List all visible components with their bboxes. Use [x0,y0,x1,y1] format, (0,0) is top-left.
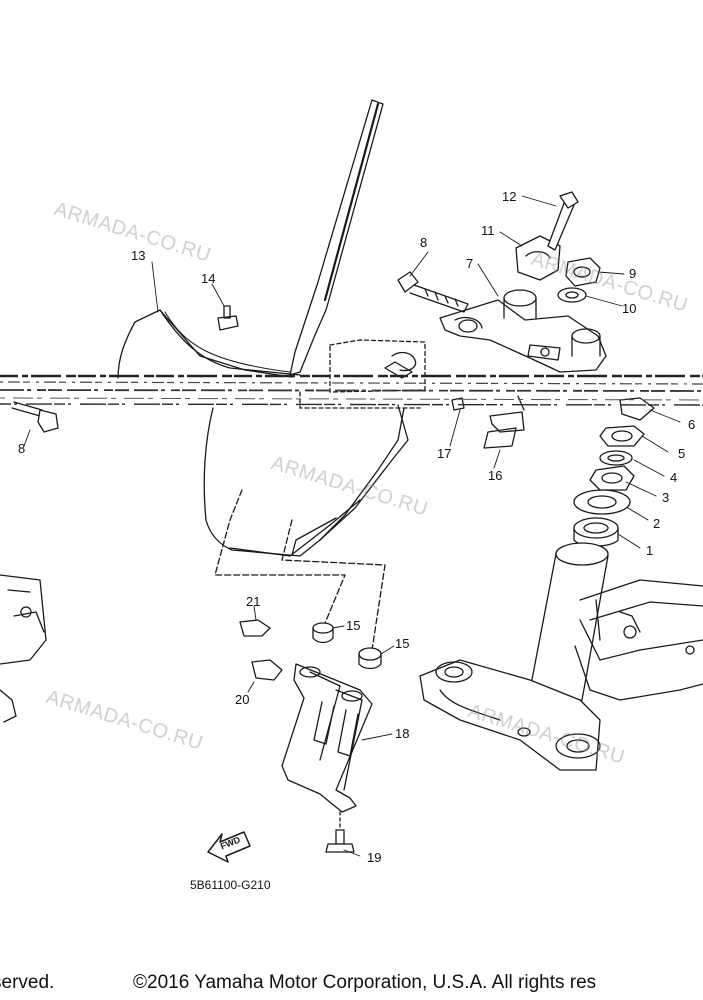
handlebar-holder-assembly [439,289,607,373]
footer-copyright-text: ©2016 Yamaha Motor Corporation, U.S.A. A… [133,972,597,993]
callout-6: 6 [688,417,696,432]
callout-17: 17 [437,446,452,461]
callout-2: 2 [653,516,661,531]
callout-5: 5 [678,446,686,461]
callout-11: 11 [481,223,495,238]
callout-21: 21 [246,594,261,609]
windshield-bracket [281,663,373,813]
callout-9: 9 [629,266,637,281]
callout-8-left: 8 [18,441,26,456]
leader-lines [23,195,681,857]
callout-7: 7 [466,256,474,271]
callout-13: 13 [131,248,146,263]
callout-1: 1 [646,543,654,558]
copyright-footer: served. ©2016 Yamaha Motor Corporation, … [0,972,703,1000]
callout-20: 20 [235,692,250,707]
diagram-code: 5B61100-G210 [190,878,271,892]
footer-left-text: served. [0,972,55,993]
callout-4: 4 [670,470,678,485]
callout-10: 10 [622,301,637,316]
callout-19: 19 [367,850,382,865]
steering-stem [419,542,609,771]
callout-16: 16 [488,468,503,483]
windshield-panel [203,404,409,557]
grommet-15b [358,647,382,670]
callout-12: 12 [502,189,517,204]
callout-14: 14 [201,271,216,286]
callout-15a: 15 [346,618,361,633]
callout-8-upper: 8 [420,235,428,250]
callout-3: 3 [662,490,670,505]
callout-15b: 15 [395,636,410,651]
callout-18: 18 [395,726,410,741]
fwd-arrow-icon [207,831,251,863]
windshield-stay [117,99,384,379]
grommet-15a [312,622,334,644]
scan-artifact-band [0,374,703,406]
